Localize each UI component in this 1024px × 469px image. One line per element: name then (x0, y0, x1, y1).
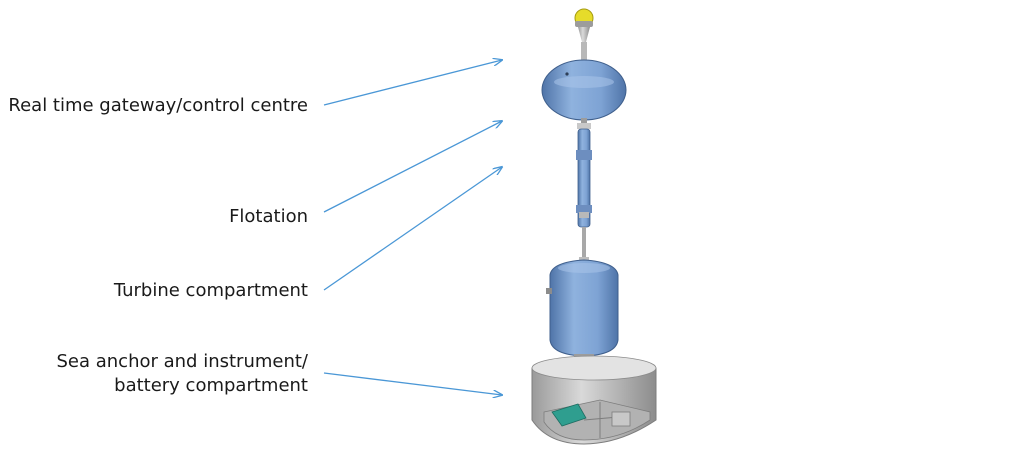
turbine-compartment (546, 259, 619, 360)
beacon-light (574, 8, 594, 60)
arrow-turbine (323, 167, 502, 291)
pointer-arrows (323, 60, 502, 395)
arrow-gateway (323, 60, 502, 106)
anchor-compartment (531, 355, 657, 445)
label-gateway: Real time gateway/control centre (8, 95, 308, 116)
label-turbine: Turbine compartment (113, 280, 308, 301)
label-flotation: Flotation (229, 206, 308, 227)
flotation-mast (576, 118, 592, 228)
label-anchor-line1: Sea anchor and instrument/ (56, 351, 308, 372)
label-anchor-line2: battery compartment (114, 375, 308, 396)
connecting-rod (579, 227, 589, 263)
label-anchor: Sea anchor and instrument/ battery compa… (56, 350, 308, 398)
gateway-dome (541, 59, 627, 121)
arrow-anchor (323, 372, 502, 395)
arrow-flotation (323, 121, 502, 213)
